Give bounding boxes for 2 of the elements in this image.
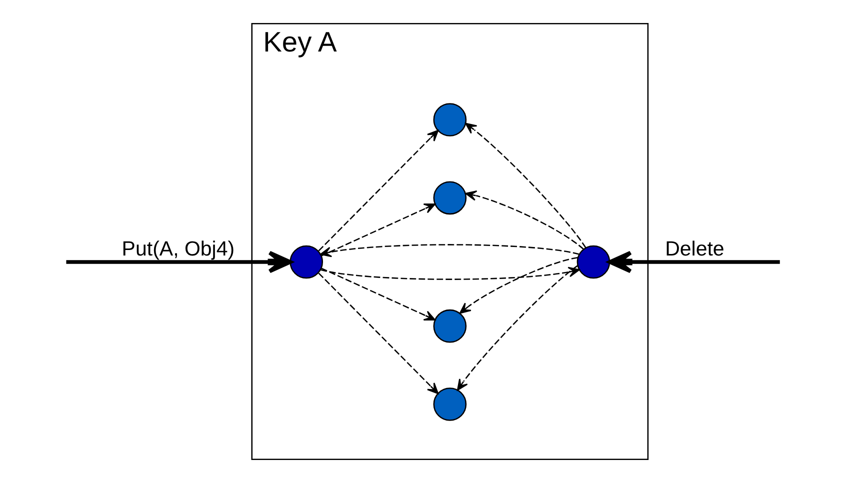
edge-label: Put(A, Obj4) bbox=[121, 237, 234, 260]
edge-label: Delete bbox=[664, 237, 724, 260]
